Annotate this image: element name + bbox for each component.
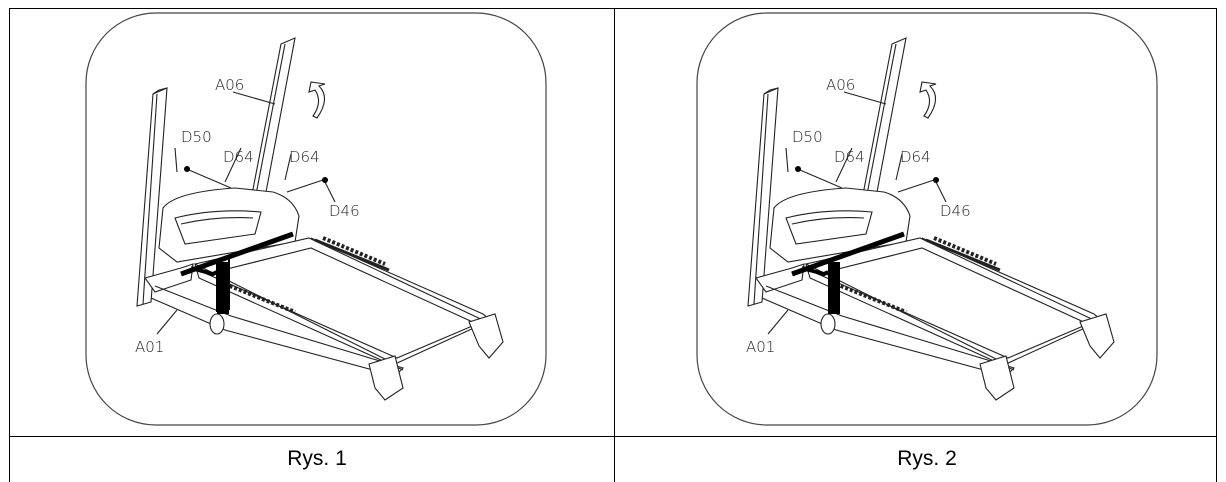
label-a06: A06 bbox=[215, 76, 244, 94]
diagram-frame bbox=[696, 12, 1158, 426]
bolt-d50 bbox=[184, 166, 190, 172]
label-d50: D50 bbox=[792, 128, 823, 146]
diagram-frame bbox=[85, 12, 547, 426]
caption-figure-2: Rys. 2 bbox=[897, 447, 957, 470]
bolt-d46 bbox=[933, 177, 939, 183]
label-a06: A06 bbox=[826, 76, 855, 94]
bolt-d50 bbox=[795, 166, 801, 172]
treadmill-diagram-1: A06 D50 D64 D64 D46 A01 bbox=[85, 12, 547, 426]
label-d64-right: D64 bbox=[289, 148, 320, 166]
label-d64-right: D64 bbox=[900, 148, 931, 166]
label-a01: A01 bbox=[135, 338, 164, 356]
label-d64-left: D64 bbox=[223, 148, 254, 166]
figure-2: A06 D50 D64 D64 D46 A01 bbox=[696, 12, 1158, 428]
bolt-d46 bbox=[322, 177, 328, 183]
label-a01: A01 bbox=[746, 338, 775, 356]
column-divider bbox=[614, 8, 615, 482]
label-d46: D46 bbox=[329, 202, 360, 220]
shipping-strap bbox=[791, 231, 905, 314]
label-d64-left: D64 bbox=[834, 148, 865, 166]
label-d46: D46 bbox=[940, 202, 971, 220]
treadmill-drawing bbox=[747, 37, 1115, 401]
figure-table bbox=[9, 8, 1217, 482]
caption-figure-1: Rys. 1 bbox=[287, 447, 347, 470]
figure-1: A06 D50 D64 D64 D46 A01 bbox=[85, 12, 547, 428]
caption-row-divider bbox=[9, 436, 1217, 437]
label-d50: D50 bbox=[181, 128, 212, 146]
treadmill-diagram-2: A06 D50 D64 D64 D46 A01 bbox=[696, 12, 1158, 426]
treadmill-drawing bbox=[136, 37, 504, 401]
shipping-strap bbox=[180, 231, 294, 314]
